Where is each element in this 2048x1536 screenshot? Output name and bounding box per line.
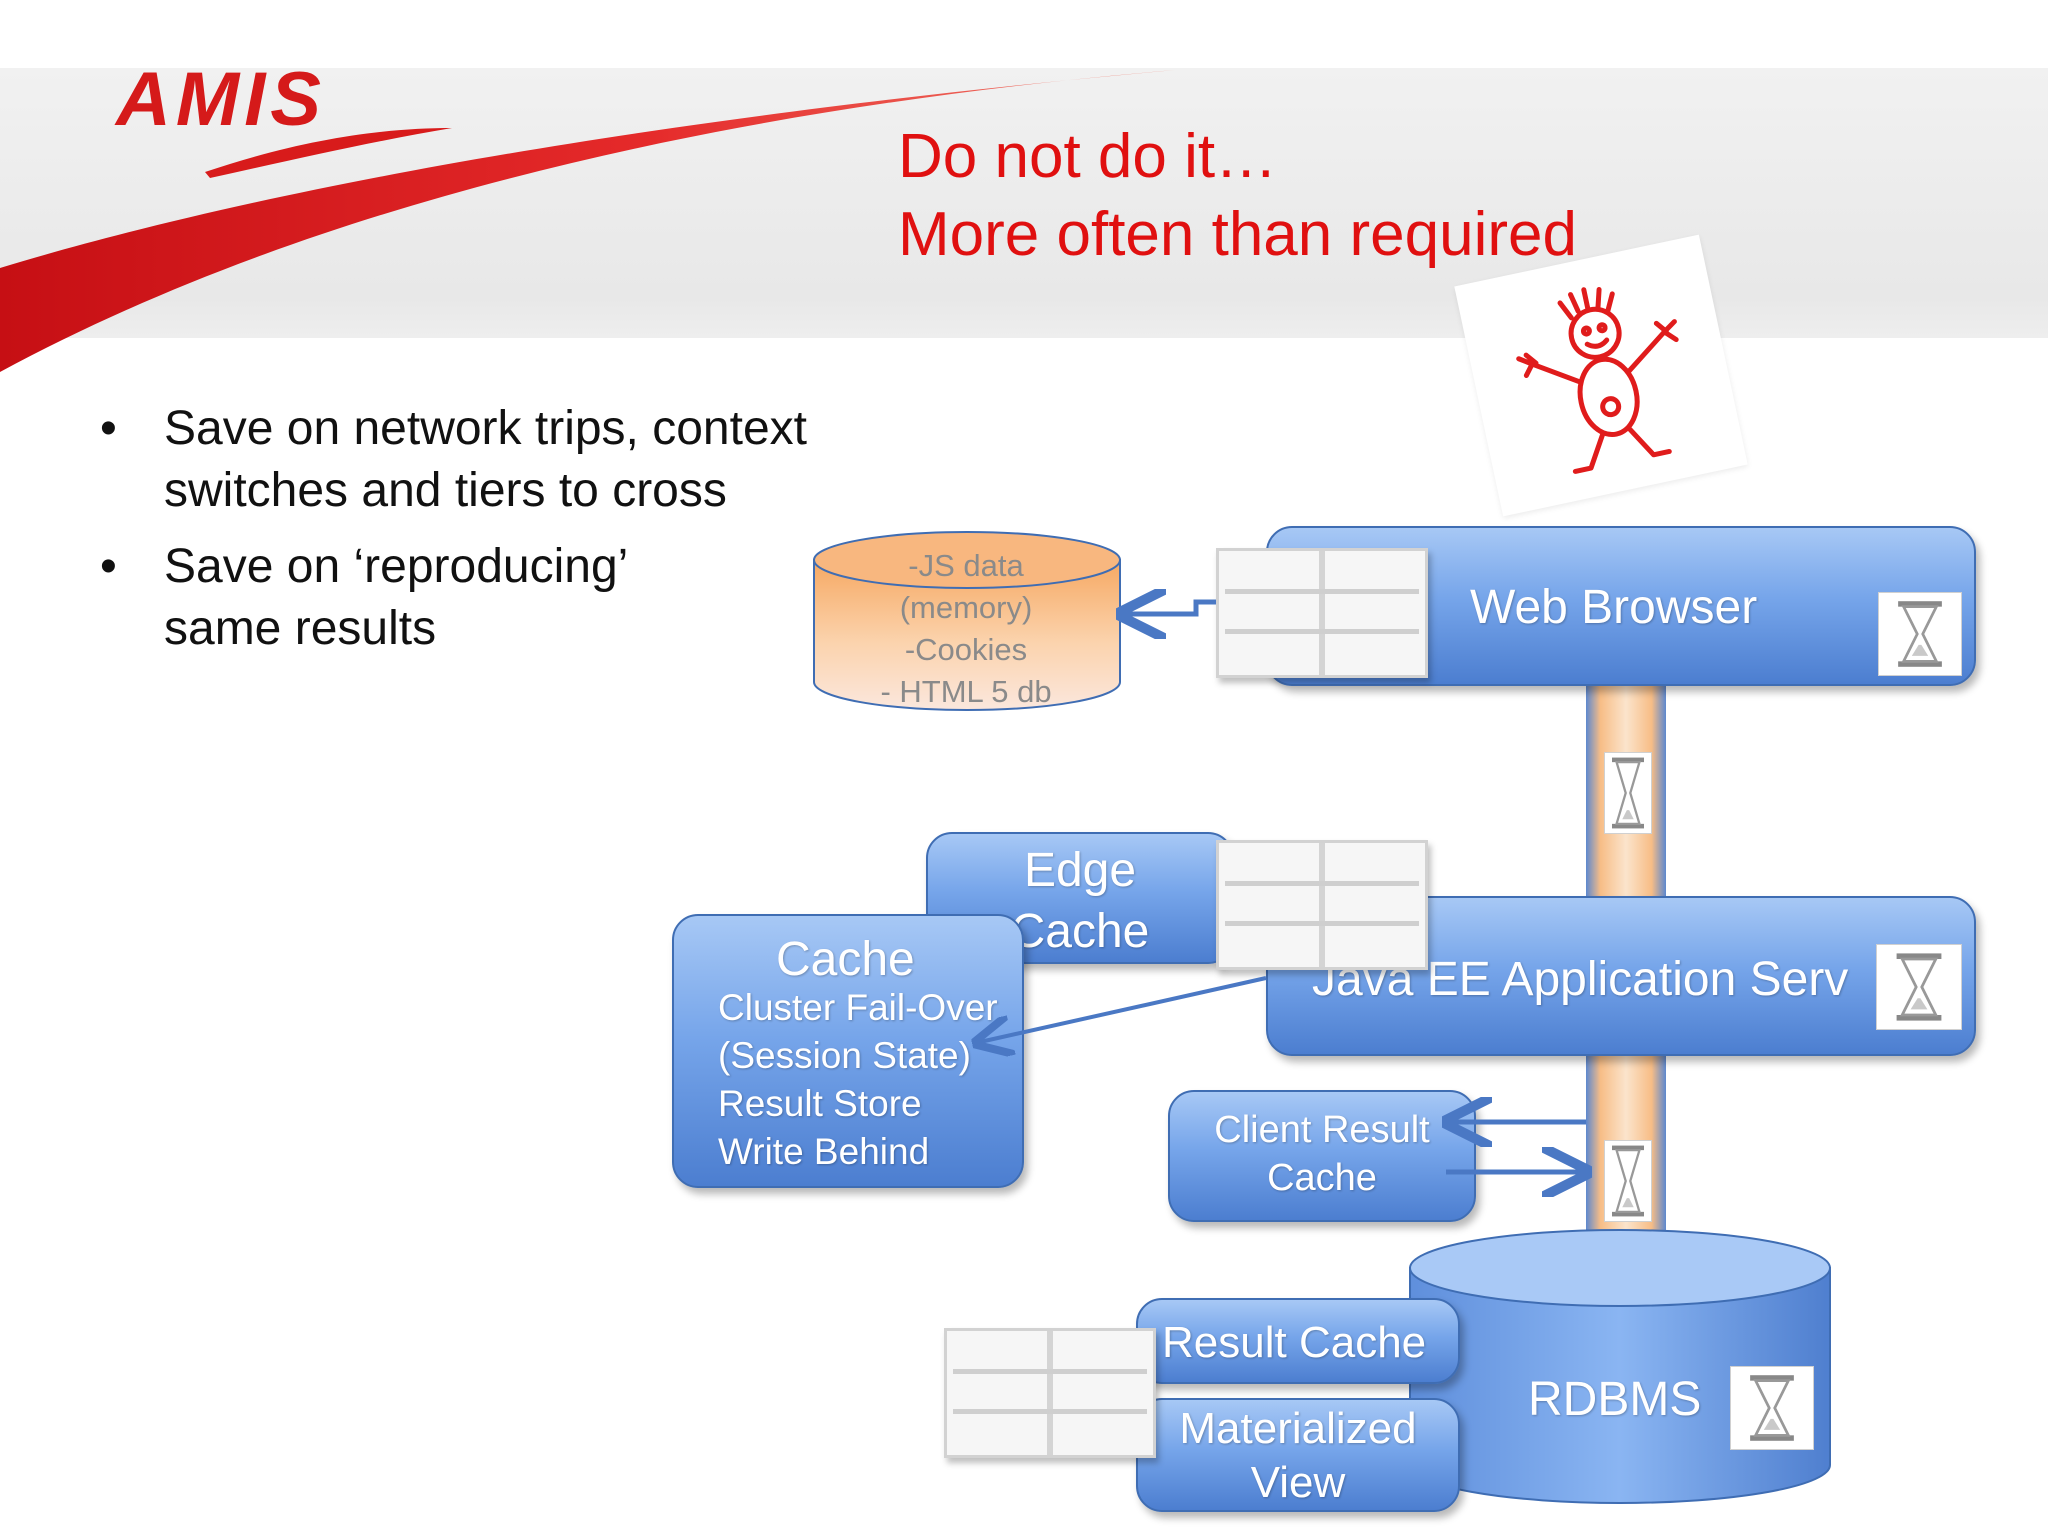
- materialized-view-box: [1136, 1398, 1460, 1512]
- bullet-item: Save on ‘reproducing’ same results: [100, 536, 684, 660]
- materialized-view-label: Materialized View: [1179, 1404, 1417, 1507]
- bullet-item: Save on network trips, context switches …: [100, 398, 960, 522]
- hourglass-icon: [1876, 944, 1962, 1030]
- shelf-icon: [1216, 840, 1428, 970]
- amis-logo: AMIS: [116, 57, 326, 142]
- shelf-icon: [944, 1328, 1156, 1458]
- result-cache-box: [1136, 1298, 1460, 1384]
- cluster-cache-line: Write Behind: [718, 1131, 930, 1172]
- red-swoosh: [0, 70, 1175, 372]
- stick-figure-icon: [1454, 234, 1748, 517]
- title-line-2: More often than required: [898, 200, 1577, 269]
- hourglass-icon: [1604, 1140, 1652, 1222]
- client-result-cache-label: Client Result Cache: [1214, 1109, 1430, 1199]
- shelf-icon: [1216, 548, 1428, 678]
- hourglass-icon: [1730, 1366, 1814, 1450]
- web-browser-label: Web Browser: [1470, 581, 1758, 634]
- cluster-cache-line: (Session State): [718, 1035, 971, 1076]
- bullet-list: Save on network trips, context switches …: [100, 398, 960, 674]
- client-result-cache-box: [1168, 1090, 1476, 1222]
- client-cache-line: -JS data: [908, 548, 1024, 583]
- cluster-cache-line: Result Store: [718, 1083, 922, 1124]
- hourglass-icon: [1604, 752, 1652, 834]
- cluster-cache-line: Cluster Fail-Over: [718, 987, 998, 1028]
- client-cache-line: - HTML 5 db: [880, 674, 1052, 709]
- arrow-browser-to-client-cache: [1126, 602, 1216, 614]
- hourglass-icon: [1878, 592, 1962, 676]
- edge-cache-label: Edge Cache: [1010, 844, 1150, 958]
- rdbms-label: RDBMS: [1528, 1373, 1702, 1426]
- title-line-1: Do not do it…: [898, 122, 1278, 191]
- arrow-app-to-cluster-cache: [980, 976, 1267, 1042]
- rdbms-cylinder: [1409, 1229, 1831, 1504]
- result-cache-label: Result Cache: [1162, 1318, 1427, 1367]
- client-cache-line: -Cookies: [904, 632, 1028, 667]
- client-cache-line: (memory): [899, 590, 1033, 625]
- cluster-cache-box: [672, 914, 1024, 1188]
- client-cache-cylinder: [813, 531, 1121, 711]
- cluster-cache-title: Cache: [776, 933, 915, 986]
